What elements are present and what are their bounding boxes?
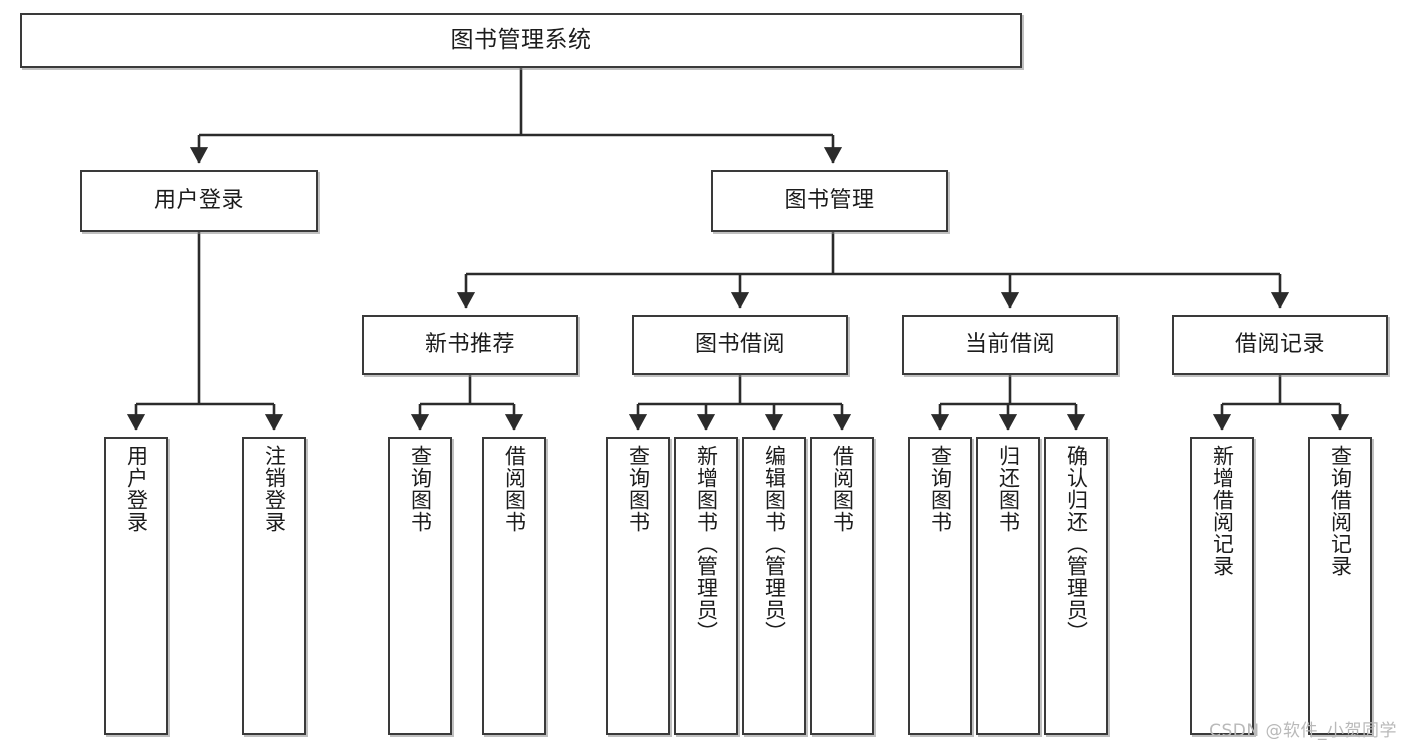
- node-label: 确认归还（管理员）: [1064, 445, 1089, 643]
- node-book-borrow[interactable]: 图书借阅: [632, 315, 848, 375]
- node-user-login[interactable]: 用户登录: [80, 170, 318, 232]
- node-label: 新增图书（管理员）: [694, 445, 719, 643]
- node-label: 查询借阅记录: [1328, 445, 1353, 577]
- node-new-book-recommend[interactable]: 新书推荐: [362, 315, 578, 375]
- node-leaf-confirm-return[interactable]: 确认归还（管理员）: [1044, 437, 1108, 735]
- node-label: 借阅图书: [830, 445, 855, 533]
- node-label: 借阅图书: [502, 445, 527, 533]
- node-root-system[interactable]: 图书管理系统: [20, 13, 1022, 68]
- node-book-manage[interactable]: 图书管理: [711, 170, 948, 232]
- node-leaf-user-login[interactable]: 用户登录: [104, 437, 168, 735]
- node-label: 借阅记录: [1234, 332, 1325, 358]
- node-label: 用户登录: [153, 188, 244, 214]
- node-label: 查询图书: [626, 445, 651, 533]
- node-label: 图书管理系统: [450, 26, 592, 53]
- node-leaf-user-logout[interactable]: 注销登录: [242, 437, 306, 735]
- node-leaf-query-book-3[interactable]: 查询图书: [908, 437, 972, 735]
- node-leaf-query-record[interactable]: 查询借阅记录: [1308, 437, 1372, 735]
- node-leaf-borrow-book-2[interactable]: 借阅图书: [810, 437, 874, 735]
- node-leaf-query-book-2[interactable]: 查询图书: [606, 437, 670, 735]
- node-label: 查询图书: [408, 445, 433, 533]
- node-leaf-add-record[interactable]: 新增借阅记录: [1190, 437, 1254, 735]
- node-label: 当前借阅: [964, 332, 1055, 358]
- node-leaf-return-book[interactable]: 归还图书: [976, 437, 1040, 735]
- node-leaf-borrow-book-1[interactable]: 借阅图书: [482, 437, 546, 735]
- node-label: 编辑图书（管理员）: [762, 445, 787, 643]
- node-label: 图书管理: [784, 188, 875, 214]
- node-borrow-record[interactable]: 借阅记录: [1172, 315, 1388, 375]
- node-current-borrow[interactable]: 当前借阅: [902, 315, 1118, 375]
- node-label: 图书借阅: [694, 332, 785, 358]
- node-label: 注销登录: [262, 445, 287, 533]
- node-label: 查询图书: [928, 445, 953, 533]
- node-label: 归还图书: [996, 445, 1021, 533]
- node-label: 用户登录: [124, 445, 149, 533]
- node-leaf-query-book-1[interactable]: 查询图书: [388, 437, 452, 735]
- node-leaf-edit-book[interactable]: 编辑图书（管理员）: [742, 437, 806, 735]
- node-label: 新书推荐: [424, 332, 515, 358]
- node-label: 新增借阅记录: [1210, 445, 1235, 577]
- node-leaf-add-book[interactable]: 新增图书（管理员）: [674, 437, 738, 735]
